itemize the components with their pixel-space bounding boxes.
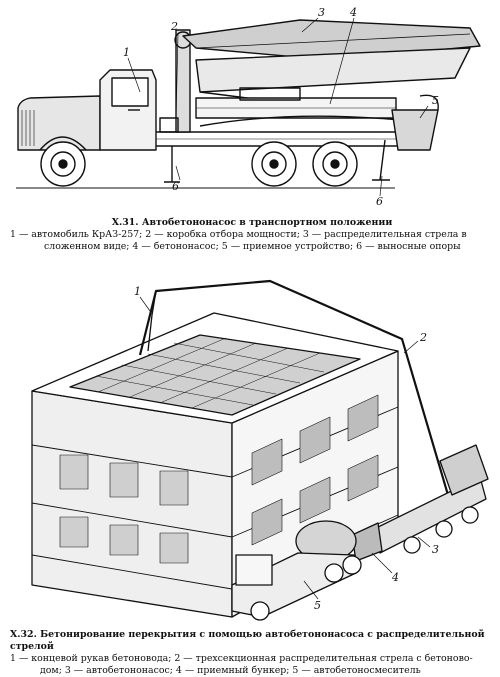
figure-2-caption-line-2: дом; 3 — автобетононасос; 4 — приемный б…	[40, 665, 421, 676]
fig2-label-1: 1	[134, 285, 141, 298]
fig1-label-1: 1	[123, 46, 130, 59]
fig2-label-4: 4	[391, 571, 399, 584]
figure-2-caption: X.32. Бетонирование перекрытия с помощью…	[10, 629, 494, 677]
figure-1-caption-line-1: 1 — автомобиль КрАЗ-257; 2 — коробка отб…	[10, 229, 467, 240]
fig1-label-5: 5	[432, 94, 439, 107]
figure-2-caption-title: X.32. Бетонирование перекрытия с помощью…	[10, 629, 485, 652]
fig1-label-4: 4	[349, 6, 357, 19]
fig2-label-3: 3	[432, 543, 439, 556]
figure-2-caption-line-1: 1 — концевой рукав бетоновода; 2 — трехс…	[10, 653, 473, 664]
figure-1-caption-line-2: сложенном виде; 4 — бетононасос; 5 — при…	[44, 241, 461, 252]
fig1-label-6b: 6	[376, 195, 383, 208]
fig1-label-2: 2	[170, 20, 178, 33]
figure-2-building-drawing: 1 2 3 4 5	[31, 279, 489, 621]
fig2-label-5: 5	[314, 599, 321, 612]
figure-1-caption-title: X.31. Автобетононасос в транспортном пол…	[111, 217, 393, 228]
fig2-label-2: 2	[419, 331, 427, 344]
figure-1-truck-drawing: 1 2 3 4 5 6 6	[16, 6, 481, 208]
fig1-label-6a: 6	[172, 180, 179, 193]
fig1-label-3: 3	[318, 6, 325, 19]
figure-1-caption: X.31. Автобетононасос в транспортном пол…	[10, 217, 494, 253]
